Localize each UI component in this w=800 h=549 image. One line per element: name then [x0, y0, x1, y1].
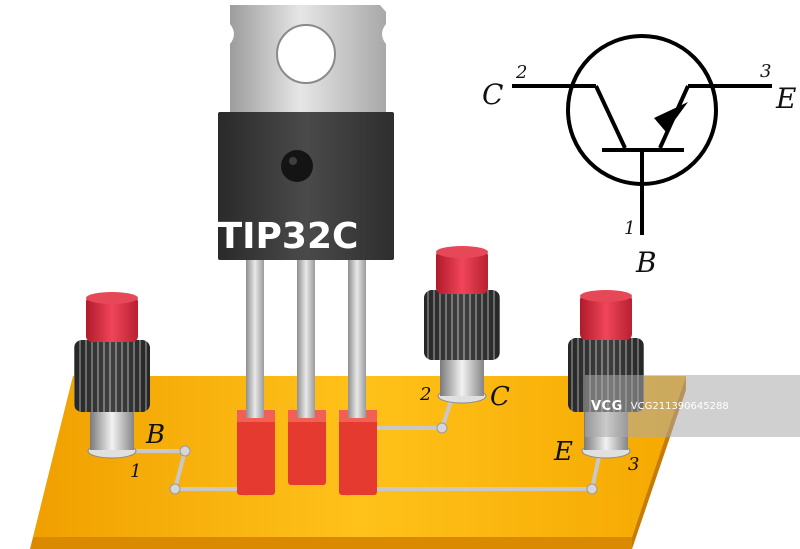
board-emitter-letter: E	[553, 437, 573, 467]
board-collector-pin: 2	[419, 384, 431, 405]
watermark-id: VCG211390645288	[630, 400, 729, 412]
symbol-base-pin: 1	[624, 218, 635, 239]
transistor-leads	[246, 258, 366, 418]
part-number-label: TIP32C	[218, 216, 359, 257]
lead-pads	[237, 410, 377, 495]
symbol-emitter-letter: E	[775, 82, 796, 115]
emitter-arrow-icon	[654, 102, 688, 132]
board-base-letter: B	[145, 420, 165, 450]
board-emitter-pin: 3	[628, 454, 639, 475]
binding-post-collector	[424, 246, 500, 404]
symbol-collector-pin: 2	[515, 62, 527, 83]
binding-post-base	[74, 292, 150, 459]
symbol-base-letter: B	[635, 246, 657, 279]
board-collector-letter: C	[490, 382, 510, 412]
watermark-brand: VCG	[591, 398, 623, 414]
pnp-transistor-symbol	[512, 34, 772, 235]
board-base-pin: 1	[130, 461, 141, 482]
symbol-emitter-pin: 3	[760, 61, 771, 82]
transistor-package	[218, 5, 394, 260]
symbol-collector-letter: C	[482, 78, 503, 111]
watermark: VCG VCG211390645288	[585, 375, 800, 437]
